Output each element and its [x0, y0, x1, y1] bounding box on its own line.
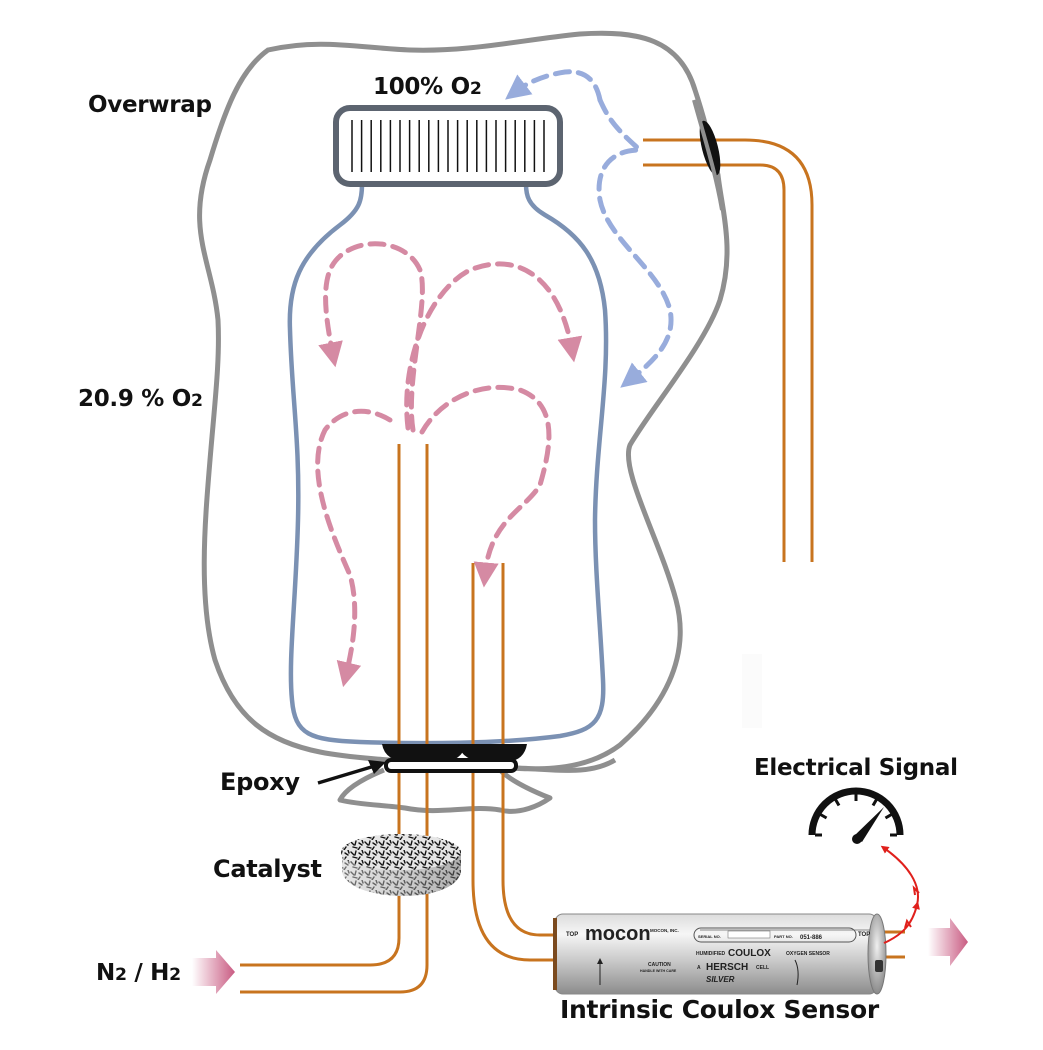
sensor-feed-lower — [471, 879, 560, 962]
carrier-inlet-upper — [240, 937, 401, 967]
carrier-gas-n-subscript: 2 — [114, 965, 127, 986]
flow-arrow-side — [596, 97, 674, 388]
catalyst-disc — [341, 834, 461, 896]
overwrap-seal-edge — [517, 757, 617, 773]
ambient-o2-text: 20.9 % O — [78, 386, 191, 412]
carrier-gas-h-text: / H — [126, 960, 170, 986]
epoxy-seal — [382, 744, 527, 773]
carrier-gas-label: N2 / H2 — [96, 960, 181, 986]
carrier-gas-n-text: N — [96, 960, 115, 986]
sensor-caution-title: CAUTION — [648, 962, 671, 968]
bottle-outline — [287, 183, 609, 746]
electrical-signal-label: Electrical Signal — [754, 755, 958, 781]
sensor-line1-suffix: OXYGEN SENSOR — [786, 951, 830, 957]
sensor-name-label: Intrinsic Coulox Sensor — [560, 995, 879, 1024]
tubing — [240, 138, 905, 994]
gauge-tick — [871, 798, 878, 807]
gauge-tick — [884, 813, 893, 820]
inlet-arrow-icon — [192, 950, 235, 994]
signal-arrow — [880, 845, 920, 944]
carrier-inlet-lower — [240, 938, 429, 994]
gauge-icon — [808, 787, 904, 844]
headspace-o2-text: 100% O — [373, 74, 470, 100]
gauge-tick — [834, 798, 841, 807]
overwrap-flap — [337, 767, 553, 814]
sensor-company: MOCON, INC. — [650, 928, 679, 933]
coulox-sensor: TOP mocon MOCON, INC. SERIAL NO. PART NO… — [553, 913, 887, 995]
headspace-o2-subscript: 2 — [469, 79, 482, 100]
sensor-top-right-label: TOP — [858, 932, 870, 938]
epoxy-text: Epoxy — [220, 768, 300, 796]
sensor-part-label: PART NO. — [774, 934, 793, 939]
sensor-line1-main: COULOX — [728, 948, 771, 959]
background-artifact — [742, 654, 762, 728]
overwrap-text: Overwrap — [88, 92, 212, 118]
catalyst-text: Catalyst — [213, 855, 322, 883]
sample-tube-inner — [643, 163, 786, 562]
sensor-serial-label: SERIAL NO. — [698, 934, 721, 939]
sensor-line2-suffix: CELL — [756, 965, 769, 971]
outlet-arrow-icon — [928, 918, 968, 966]
sensor-caution-text: HANDLE WITH CARE — [640, 969, 677, 973]
bottle-cap — [333, 105, 563, 187]
flow-arrow-bottom-right — [419, 384, 552, 588]
flow-arrow-top-right — [404, 261, 583, 431]
flow-arrow-bottom-left — [315, 408, 393, 688]
flow-arrow-cap — [505, 69, 603, 103]
sensor-line1-prefix: HUMIDIFIED — [696, 951, 726, 957]
sensor-line2-main: HERSCH — [706, 962, 748, 973]
epoxy-pointer-arrow — [317, 760, 386, 785]
sensor-part-number: 051-886 — [800, 935, 823, 941]
sensor-brand: mocon — [585, 923, 651, 945]
catalyst-label: Catalyst — [213, 855, 322, 883]
overwrap-bag — [197, 30, 730, 772]
overwrap-label: Overwrap — [88, 92, 212, 118]
sensor-line2-prefix: A — [697, 965, 701, 971]
electrical-signal-text: Electrical Signal — [754, 755, 958, 781]
ambient-o2-label: 20.9 % O2 — [78, 386, 203, 412]
headspace-o2-label: 100% O2 — [373, 74, 482, 100]
gauge-tick — [819, 813, 828, 820]
permeation-flow-arrows — [505, 69, 674, 388]
internal-flow-arrows — [315, 241, 583, 688]
sensor-name-text: Intrinsic Coulox Sensor — [560, 995, 879, 1024]
sensor-top-left-label: TOP — [566, 932, 578, 938]
sensor-feed-upper — [501, 879, 560, 937]
sample-tube-outer — [643, 138, 814, 562]
ambient-o2-subscript: 2 — [190, 391, 203, 412]
carrier-gas-h-subscript: 2 — [169, 965, 181, 986]
epoxy-label: Epoxy — [220, 768, 300, 796]
sensor-line3: SILVER — [706, 975, 735, 984]
